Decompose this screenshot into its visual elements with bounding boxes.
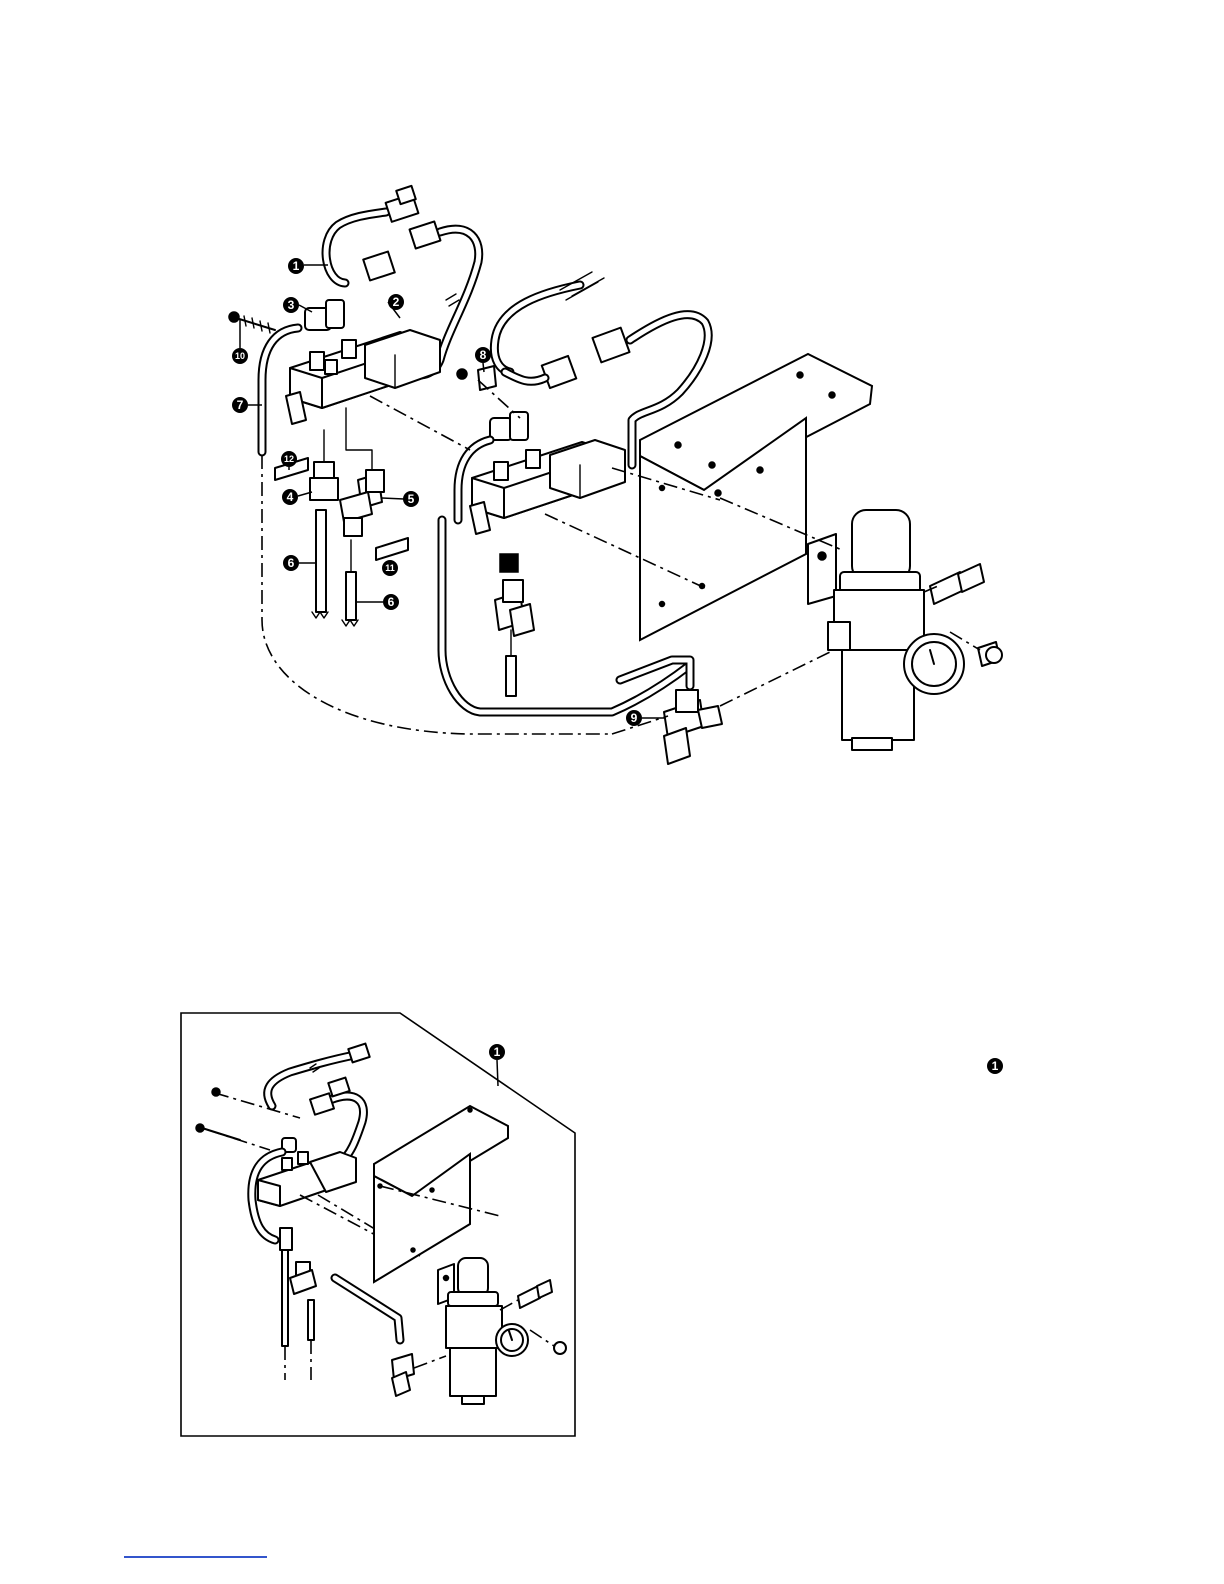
svg-text:12: 12 <box>284 454 294 464</box>
svg-text:4: 4 <box>287 490 294 504</box>
svg-text:1: 1 <box>494 1045 501 1059</box>
svg-text:3: 3 <box>288 298 295 312</box>
callout-6-left: 6 <box>283 555 316 571</box>
footer-rule <box>124 1556 267 1558</box>
solenoid-valve-left <box>286 300 440 424</box>
callout-6-right: 6 <box>356 594 399 610</box>
solenoid-valve-right <box>457 366 625 696</box>
svg-text:11: 11 <box>385 563 395 573</box>
svg-text:10: 10 <box>235 351 245 361</box>
svg-text:1: 1 <box>293 259 300 273</box>
callout-4: 4 <box>282 489 312 505</box>
svg-text:9: 9 <box>631 711 638 725</box>
svg-text:1: 1 <box>992 1059 999 1073</box>
callout-1: 1 <box>288 258 328 274</box>
filter-regulator <box>808 510 1002 750</box>
callout-10: 10 <box>232 320 248 364</box>
callout-5: 5 <box>382 491 419 507</box>
svg-text:5: 5 <box>408 492 415 506</box>
svg-text:6: 6 <box>388 595 395 609</box>
svg-text:8: 8 <box>480 348 487 362</box>
main-exploded-view: 1 2 3 4 5 6 6 <box>229 186 1002 764</box>
svg-text:6: 6 <box>288 556 295 570</box>
callout-11: 11 <box>382 560 398 576</box>
fittings-left <box>275 408 408 626</box>
side-note-callout: 1 <box>987 1058 1003 1074</box>
svg-text:7: 7 <box>237 398 244 412</box>
inset-assembly-view: 1 <box>181 1013 575 1436</box>
callout-2: 2 <box>388 294 404 318</box>
screw-long <box>229 312 275 333</box>
svg-text:2: 2 <box>393 295 400 309</box>
